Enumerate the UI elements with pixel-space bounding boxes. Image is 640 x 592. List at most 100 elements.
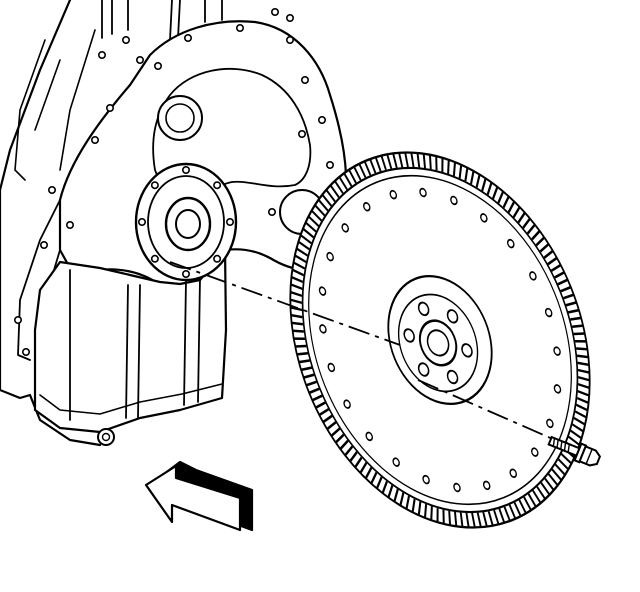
ring-gear-tooth [475,173,481,188]
ring-gear-tooth [459,512,464,528]
ring-gear-tooth [557,458,569,471]
center-line-hub-to-bolt [417,379,556,441]
plate-bolt-hole [21,347,30,356]
ring-gear-tooth [502,195,510,209]
ring-gear-tooth [329,184,340,198]
ring-gear-tooth [344,445,354,457]
crankshaft-pilot [175,209,201,239]
ring-gear-tooth [308,215,320,227]
ring-gear-tooth [513,502,522,517]
ring-gear-tooth [447,159,450,175]
flexplate-hole [419,187,427,198]
seal-housing-bolt [226,218,235,227]
ring-gear-tooth [349,451,358,463]
hub-center-inner [426,329,450,357]
ring-gear-tooth [518,499,527,514]
ring-gear-tooth [343,172,353,187]
ring-gear-tooth [411,498,416,513]
flexplate-hole [507,238,515,249]
ring-gear-tooth [417,501,422,516]
ring-gear-tooth [441,157,444,173]
ring-gear-tooth [448,510,452,526]
flexplate [289,151,591,529]
ring-gear-tooth [339,439,349,451]
alignment-lines [169,261,556,441]
ring-gear-tooth [303,373,315,379]
hub-bolt-hole [403,328,415,343]
flexplate-hole [544,307,553,318]
ring-gear-tooth [290,313,303,319]
ring-gear-tooth [442,509,445,525]
ring-gear-tooth [398,152,404,168]
flexplate-hole [553,346,561,356]
ring-gear-tooth [298,240,310,251]
ring-gear-tooth [548,473,559,487]
seal-housing-bolt [150,181,159,190]
ring-gear-tooth [424,503,428,519]
plate-bolt-hole [91,136,100,145]
ring-gear-tooth [322,414,333,424]
flexplate-hole [363,201,371,212]
ring-gear-tooth [338,176,348,191]
ring-gear-tooth [563,293,575,300]
ring-gear-tooth [305,221,317,233]
bolt-threads [552,438,570,453]
ring-gear-tooth [470,170,475,185]
seal-housing-bolt [150,254,159,263]
block-left-detail [14,29,96,181]
plate-bolt-hole [14,315,23,324]
ring-gear-tooth [507,200,516,214]
ring-gear-tooth [523,496,532,511]
ring-gear-tooth [298,359,311,364]
ring-gear-tooth [476,512,482,528]
ring-gear-tooth [292,329,305,333]
ring-gear-tooth [543,249,554,259]
plate-bolt-hole [98,50,107,59]
ring-gear-tooth [540,482,551,496]
ring-gear-tooth [335,433,345,444]
ring-gear-tooth [568,435,580,446]
hub-bolt-hole [446,369,459,385]
ring-gear-tooth [330,427,341,438]
ring-gear-tooth [570,429,582,440]
ring-gear-tooth [375,476,383,490]
ring-gear-tooth [522,217,531,229]
drain-plug-center [101,432,111,442]
flexplate-hole [319,324,327,334]
ring-gear-tooth [308,387,320,395]
ring-gear-tooth [302,227,314,239]
ring-gear-tooth [392,153,398,168]
flexplate-hole [327,362,336,373]
ring-gear-tooth [387,484,394,499]
ring-gear-tooth [314,204,326,217]
ring-gear-tooth [577,361,590,367]
ring-gear-tooth [531,229,541,241]
ring-gear-tooth [565,301,577,307]
ring-gear-tooth [422,153,426,169]
plate-bolt-hole [297,130,306,139]
ring-gear-tooth [576,403,588,412]
ring-gear-tooth [410,152,415,168]
ring-gear-tooth [508,504,517,520]
plate-bolt-hole [154,61,163,70]
ring-gear-tooth [465,512,470,528]
ring-gear-tooth [317,198,329,212]
ring-gear-tooth [296,247,308,257]
ring-gear-tooth [294,344,307,348]
oil-pan-lip [39,383,223,415]
ring-gear-tooth [428,154,432,170]
ring-gear-tooth [577,396,589,405]
ring-gear-tooth [487,511,494,526]
ring-gear-tooth [497,190,505,204]
plate-bolt-hole [267,208,276,217]
ring-gear-tooth [454,511,458,527]
ring-gear-tooth [358,163,367,178]
seal-housing-bolt [213,181,222,190]
ring-gear-tooth [560,285,572,293]
plate-bolt-hole [66,221,75,230]
ring-gear-tooth [290,306,303,312]
ring-gear-tooth [296,351,309,356]
ring-gear-tooth [532,489,542,504]
ring-gear-tooth [577,368,590,374]
